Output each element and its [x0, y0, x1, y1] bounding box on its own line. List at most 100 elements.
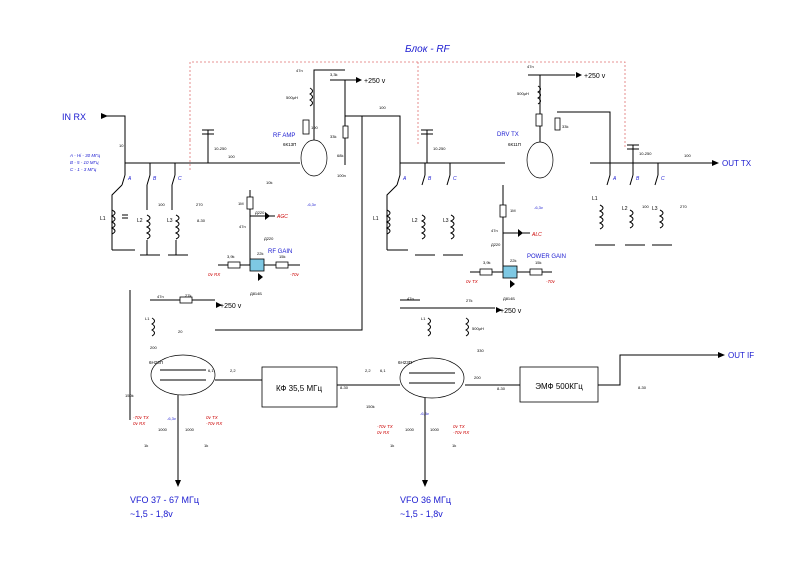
svg-text:-6,3v: -6,3v [534, 205, 543, 210]
svg-text:3,3k: 3,3k [330, 72, 338, 77]
svg-text:B: B [636, 176, 640, 182]
drv-tx-tube-type: 6К11П [508, 142, 521, 147]
svg-text:-70v: -70v [546, 279, 556, 284]
svg-text:47n: 47n [239, 224, 246, 229]
svg-text:100n: 100n [337, 173, 346, 178]
c-input-label: 10 [119, 143, 124, 148]
svg-text:22k: 22k [510, 258, 516, 263]
svg-text:B: B [428, 176, 432, 182]
mixer2-tube [399, 357, 465, 399]
svg-text:1k: 1k [204, 443, 208, 448]
svg-text:A: A [612, 176, 617, 182]
svg-text:0v TX: 0v TX [453, 424, 466, 429]
rf-amp-out-wire [345, 115, 401, 163]
svg-text:0v TX: 0v TX [466, 279, 479, 284]
svg-text:27k: 27k [466, 298, 472, 303]
svg-text:L1: L1 [145, 316, 150, 321]
svg-text:-6,3v: -6,3v [420, 411, 429, 416]
svg-text:A: A [127, 176, 132, 182]
svg-text:270: 270 [196, 202, 203, 207]
svg-text:L3: L3 [167, 218, 173, 224]
drv-tx-choke [537, 85, 541, 105]
svg-text:15k: 15k [535, 260, 541, 265]
svg-text:6Н23П: 6Н23П [149, 360, 163, 365]
out-if-label: OUT IF [728, 351, 754, 360]
kf-filter-label: КФ 35,5 МГц [276, 384, 322, 393]
svg-text:1000: 1000 [185, 427, 195, 432]
svg-text:100: 100 [228, 154, 235, 159]
svg-text:500µH: 500µH [517, 91, 529, 96]
out-if-wire [598, 354, 718, 386]
svg-text:20: 20 [178, 329, 183, 334]
svg-text:8-30: 8-30 [340, 385, 349, 390]
svg-text:1000: 1000 [405, 427, 415, 432]
power-gain-label: POWER GAIN [527, 254, 566, 260]
svg-text:8-30: 8-30 [638, 385, 647, 390]
svg-text:100: 100 [311, 125, 318, 130]
svg-text:C: C [178, 176, 182, 182]
svg-text:Д220: Д220 [255, 210, 265, 215]
svg-text:L3: L3 [443, 218, 449, 224]
svg-text:47n: 47n [407, 296, 414, 301]
svg-text:L2: L2 [622, 206, 628, 212]
svg-text:B: B [153, 176, 157, 182]
alc-label: ALC [531, 232, 542, 238]
svg-text:6,1: 6,1 [208, 368, 214, 373]
svg-text:A: A [402, 176, 407, 182]
rf-gain-label: RF GAIN [268, 249, 292, 255]
svg-text:3,9k: 3,9k [483, 260, 491, 265]
kf-filter-box [261, 366, 338, 408]
svg-text:-70v TX: -70v TX [377, 424, 394, 429]
rf-amp-label: RF AMP [273, 133, 295, 139]
svg-text:47n: 47n [296, 68, 303, 73]
drv-tx-tube [526, 141, 554, 179]
svg-text:47n: 47n [491, 228, 498, 233]
svg-text:1k: 1k [452, 443, 456, 448]
svg-text:C: C [453, 176, 457, 182]
rf-amp-tube-type: 6К13П [283, 142, 296, 147]
svg-text:0v RX: 0v RX [377, 430, 390, 435]
svg-text:47n: 47n [157, 294, 164, 299]
svg-text:0v RX: 0v RX [133, 421, 146, 426]
svg-text:500µH: 500µH [472, 326, 484, 331]
svg-text:Д220: Д220 [491, 242, 501, 247]
svg-text:100: 100 [642, 204, 649, 209]
band-switch-mid: A B C L1 L2 L3 [373, 163, 463, 256]
supply-mixer1: +250 v [220, 303, 242, 310]
rf-gain-circuit: 1M Д220 47n Д220 AGC 3,9k 22k 15k RF GAI… [208, 190, 300, 296]
svg-text:1k: 1k [144, 443, 148, 448]
svg-text:Д220: Д220 [264, 236, 274, 241]
c10-250-right: 10-250 [639, 151, 652, 156]
band-switch-left: A B C [121, 163, 182, 186]
band-legend-a: A - Hi - 30 МГц [69, 153, 101, 158]
svg-text:8-30: 8-30 [197, 218, 206, 223]
supply-drv-tx: +250 v [584, 73, 606, 80]
svg-text:Д814Б: Д814Б [250, 291, 262, 296]
schematic-title: Блок - RF [405, 44, 451, 55]
rf-amp-plate-wire [313, 69, 345, 140]
in-rx-label: IN RX [62, 112, 86, 122]
svg-text:0v TX: 0v TX [206, 415, 219, 420]
svg-text:-70v RX: -70v RX [206, 421, 223, 426]
svg-text:68k: 68k [337, 153, 343, 158]
svg-text:C: C [661, 176, 665, 182]
shield-outline [189, 61, 626, 148]
svg-text:47n: 47n [527, 64, 534, 69]
svg-text:-70v TX: -70v TX [133, 415, 150, 420]
supply-rf-amp: +250 v [364, 78, 386, 85]
svg-text:500µH: 500µH [286, 95, 298, 100]
vfo1-label: VFO 37 - 67 МГц [130, 495, 199, 505]
svg-text:1M: 1M [510, 208, 516, 213]
svg-text:100: 100 [158, 202, 165, 207]
c10-250-left: 10-250 [214, 146, 227, 151]
svg-text:L1: L1 [592, 196, 598, 202]
mixer-1: +250 v 47n 27k L1 20 6Н23П 200 6,1 2,2 1… [125, 290, 262, 487]
power-gain-circuit: 1M 47n Д220 ALC 3,9k 22k 15k POWER GAIN … [466, 185, 566, 301]
svg-text:-70v RX: -70v RX [453, 430, 470, 435]
svg-text:1k: 1k [390, 443, 394, 448]
svg-text:6,1: 6,1 [380, 368, 386, 373]
svg-text:150k: 150k [366, 404, 375, 409]
rf-amp-tube [300, 139, 328, 177]
svg-text:L2: L2 [137, 218, 143, 224]
svg-text:2,2: 2,2 [365, 368, 371, 373]
